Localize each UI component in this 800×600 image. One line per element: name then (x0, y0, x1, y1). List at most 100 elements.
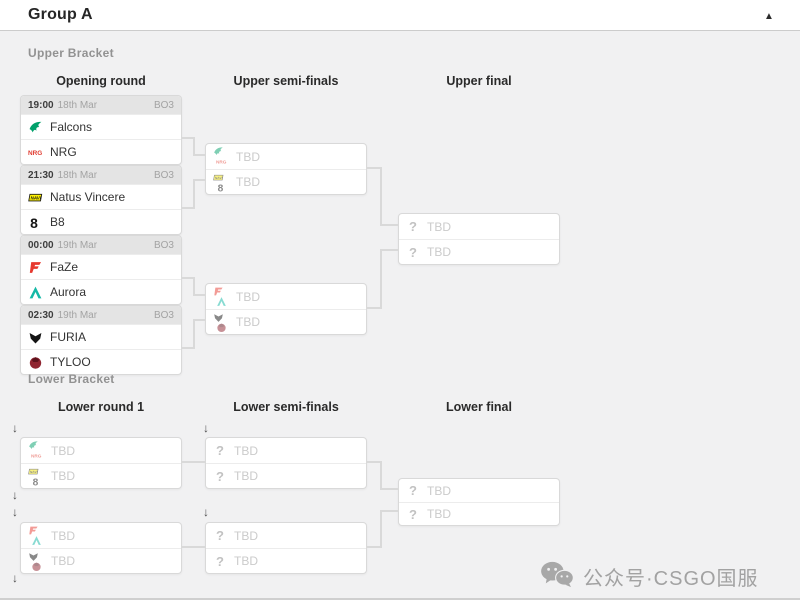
bracket-connector (367, 461, 380, 463)
bracket-connector (193, 154, 205, 156)
team-row-tbd[interactable]: TBD (206, 284, 366, 309)
bracket-connector (193, 277, 195, 296)
bracket-connector (380, 488, 398, 490)
match-falcons-vs-nrg[interactable]: 19:00 18th Mar BO3 Falcons NRG (20, 95, 182, 165)
bracket-connector (380, 510, 382, 548)
team-row-nrg[interactable]: NRG (21, 139, 181, 164)
team-row-tbd[interactable]: ? TBD (399, 239, 559, 264)
team-name: Natus Vincere (50, 190, 126, 204)
team-row-tbd[interactable]: TBD (206, 309, 366, 334)
team-row-tbd[interactable]: TBD (206, 169, 366, 194)
team-name: FURIA (50, 330, 86, 344)
team-name: TBD (234, 443, 258, 458)
group-header: Group A ▲ (0, 0, 800, 31)
team-name: TBD (51, 469, 75, 483)
team-name: TBD (234, 469, 258, 483)
match-lower-round1-2[interactable]: TBD TBD (20, 522, 182, 574)
team-row-tbd[interactable]: ? TBD (399, 479, 559, 502)
team-name: TBD (236, 149, 260, 164)
bracket-connector (380, 249, 398, 251)
falcons-logo-icon (28, 120, 43, 135)
team-name: Falcons (50, 120, 93, 134)
bracket-connector (380, 224, 398, 226)
collapse-toggle-button[interactable]: ▲ (758, 6, 780, 26)
team-row-tbd[interactable]: ? TBD (206, 463, 366, 488)
aurora-logo-icon (32, 536, 41, 545)
team-row-falcons[interactable]: Falcons (21, 114, 181, 139)
column-header-upper-semi-finals: Upper semi-finals (233, 74, 339, 88)
team-row-b8[interactable]: B8 (21, 209, 181, 234)
team-row-aurora[interactable]: Aurora (21, 279, 181, 304)
team-row-tbd[interactable]: ? TBD (206, 438, 366, 463)
match-upper-final[interactable]: ? TBD ? TBD (398, 213, 560, 265)
match-faze-vs-aurora[interactable]: 00:00 19th Mar BO3 FaZe Aurora (20, 235, 182, 305)
nrg-logo-icon (216, 159, 227, 165)
team-name: TBD (427, 507, 451, 521)
dropdown-arrow-icon: ↓ (12, 571, 18, 585)
match-time: 21:30 (28, 169, 54, 181)
match-lower-round1-1[interactable]: TBD TBD (20, 437, 182, 489)
navi-b8-faded-icons (213, 170, 229, 194)
watermark-text: 公众号·CSGO国服 (583, 568, 759, 590)
navi-b8-faded-icons (28, 464, 44, 488)
team-row-tbd[interactable]: ? TBD (399, 502, 559, 525)
team-row-faze[interactable]: FaZe (21, 254, 181, 279)
column-header-upper-final: Upper final (446, 74, 512, 88)
team-row-furia[interactable]: FURIA (21, 324, 181, 349)
faze-aurora-faded-icons (213, 285, 229, 309)
match-upper-semifinal-2[interactable]: TBD TBD (205, 283, 367, 335)
match-upper-semifinal-1[interactable]: TBD TBD (205, 143, 367, 195)
faze-aurora-faded-icons (28, 524, 44, 548)
match-furia-vs-tyloo[interactable]: 02:30 19th Mar BO3 FURIA TYLOO (20, 305, 182, 375)
match-lower-semifinal-2[interactable]: ? TBD ? TBD (205, 522, 367, 574)
tyloo-logo-icon (32, 562, 41, 571)
team-row-tbd[interactable]: ? TBD (206, 548, 366, 573)
furia-logo-icon (28, 330, 43, 345)
team-row-tbd[interactable]: TBD (21, 463, 181, 488)
team-name: TBD (51, 554, 75, 568)
match-header: 21:30 18th Mar BO3 (21, 166, 181, 184)
falcons-nrg-faded-icons (213, 145, 229, 169)
column-header-lower-semi-finals: Lower semi-finals (233, 400, 339, 414)
dropdown-arrow-icon: ↓ (203, 505, 209, 519)
unknown-team-icon: ? (409, 483, 417, 498)
team-name: TBD (427, 245, 451, 259)
team-row-tbd[interactable]: ? TBD (399, 214, 559, 239)
match-navi-vs-b8[interactable]: 21:30 18th Mar BO3 Natus Vincere B8 (20, 165, 182, 235)
team-row-tyloo[interactable]: TYLOO (21, 349, 181, 374)
bracket-connector (380, 167, 382, 226)
team-row-tbd[interactable]: TBD (21, 523, 181, 548)
match-date: 18th Mar (57, 99, 98, 111)
dropdown-arrow-icon: ↓ (12, 505, 18, 519)
match-time: 00:00 (28, 239, 54, 251)
team-name: NRG (50, 145, 77, 159)
unknown-team-icon: ? (409, 219, 417, 234)
team-row-tbd[interactable]: TBD (21, 438, 181, 463)
match-lower-final[interactable]: ? TBD ? TBD (398, 478, 560, 526)
team-name: TBD (427, 483, 451, 498)
match-header: 00:00 19th Mar BO3 (21, 236, 181, 254)
team-row-tbd[interactable]: ? TBD (206, 523, 366, 548)
match-date: 19th Mar (57, 239, 98, 251)
team-name: FaZe (50, 260, 79, 274)
team-row-tbd[interactable]: TBD (206, 144, 366, 169)
unknown-team-icon: ? (216, 468, 224, 484)
match-format: BO3 (153, 239, 174, 251)
nrg-logo-icon (31, 453, 42, 459)
team-name: TYLOO (50, 355, 91, 369)
unknown-team-icon: ? (216, 443, 224, 458)
natus-vincere-logo-icon (28, 190, 43, 205)
tyloo-logo-icon (28, 355, 43, 370)
match-format: BO3 (153, 99, 174, 111)
nrg-logo-icon (28, 145, 43, 160)
unknown-team-icon: ? (216, 528, 224, 543)
b8-logo-icon (217, 182, 224, 193)
bracket-connector (380, 249, 382, 309)
falcons-nrg-faded-icons (28, 439, 44, 463)
column-header-lower-final: Lower final (446, 400, 512, 414)
team-row-tbd[interactable]: TBD (21, 548, 181, 573)
team-row-natus-vincere[interactable]: Natus Vincere (21, 184, 181, 209)
match-lower-semifinal-1[interactable]: ? TBD ? TBD (205, 437, 367, 489)
lower-bracket-label: Lower Bracket (28, 372, 115, 386)
match-date: 18th Mar (57, 169, 98, 181)
